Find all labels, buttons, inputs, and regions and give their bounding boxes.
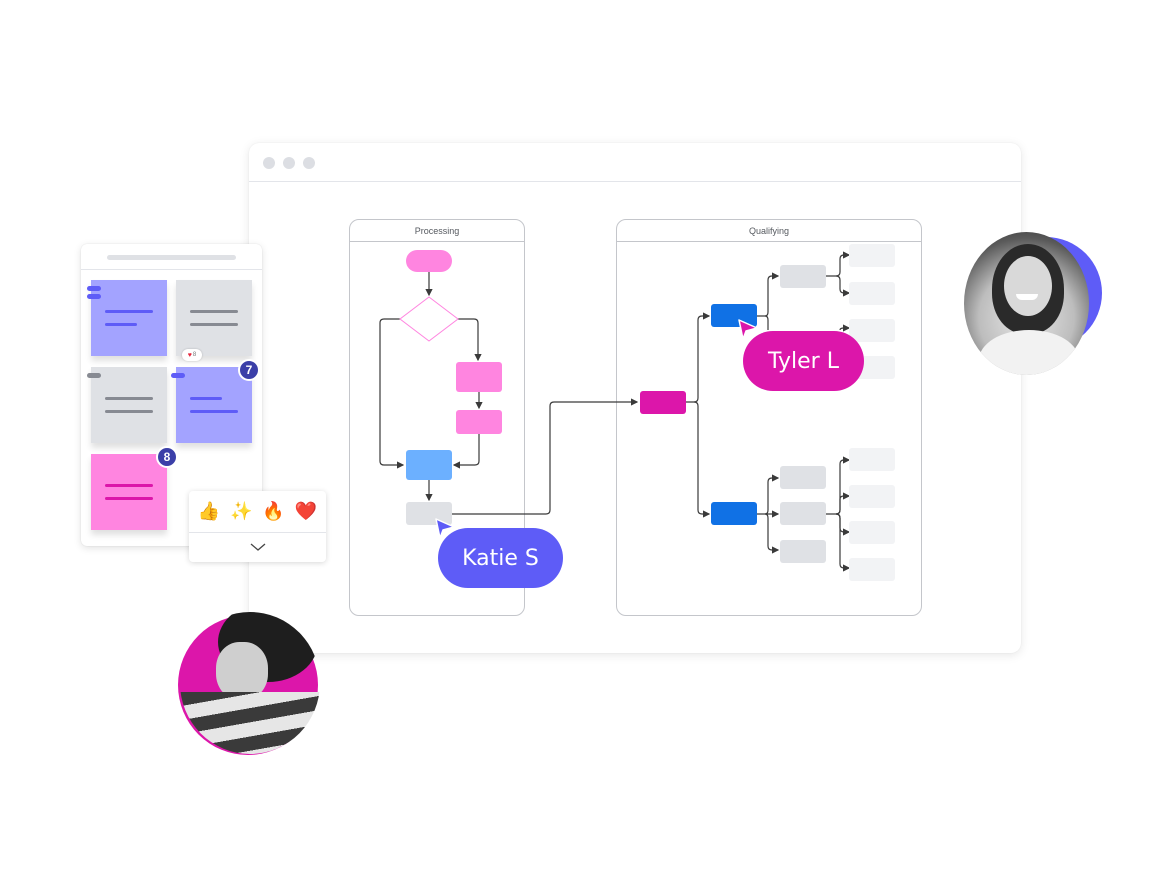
expand-reactions-button[interactable] — [189, 533, 326, 562]
lane-processing-title: Processing — [350, 220, 524, 242]
sub-node[interactable] — [780, 540, 826, 563]
sticky-text-line — [105, 323, 137, 326]
avatar-photo — [180, 612, 320, 754]
window-dot-minimize[interactable] — [283, 157, 295, 169]
leaf-node[interactable] — [849, 558, 895, 581]
sticky-text-line — [190, 410, 238, 413]
reactions-popover: 👍 ✨ 🔥 ❤️ — [189, 491, 326, 562]
sticky-text-line — [190, 397, 222, 400]
sticky-text-line — [105, 484, 153, 487]
sticky-tag — [87, 373, 101, 378]
sticky-note[interactable] — [91, 454, 167, 530]
sticky-tag — [87, 286, 101, 291]
leaf-node[interactable] — [849, 319, 895, 342]
window-dot-close[interactable] — [263, 157, 275, 169]
thumbs-up-icon[interactable]: 👍 — [197, 501, 221, 521]
smile-shape — [1016, 294, 1038, 300]
leaf-node[interactable] — [849, 282, 895, 305]
window-dot-maximize[interactable] — [303, 157, 315, 169]
heart-icon[interactable]: ❤️ — [294, 501, 318, 521]
qualify-entry-node[interactable] — [640, 391, 686, 414]
collaborator-label-tyler: Tyler L — [743, 331, 864, 391]
merge-node[interactable] — [406, 450, 452, 480]
sub-node[interactable] — [780, 466, 826, 489]
branch-node-lower[interactable] — [711, 502, 757, 525]
branch-node-upper[interactable] — [711, 304, 757, 327]
window-titlebar — [249, 143, 1021, 182]
board-header — [81, 244, 262, 270]
heart-icon: ♥ — [187, 351, 192, 359]
sticky-note[interactable] — [91, 367, 167, 443]
lane-qualifying-title: Qualifying — [617, 220, 921, 242]
output-node[interactable] — [406, 502, 452, 525]
sub-node[interactable] — [780, 265, 826, 288]
sticky-note[interactable] — [176, 280, 252, 356]
process-node[interactable] — [456, 362, 502, 392]
sub-node[interactable] — [780, 502, 826, 525]
fire-icon[interactable]: 🔥 — [262, 501, 285, 521]
leaf-node[interactable] — [849, 448, 895, 471]
sticky-note[interactable] — [176, 367, 252, 443]
shirt-shape — [979, 330, 1079, 375]
process-node[interactable] — [456, 410, 502, 434]
sticky-text-line — [190, 323, 238, 326]
like-count: 8 — [192, 352, 197, 358]
cursor-katie-icon — [435, 518, 455, 539]
board-title-placeholder — [107, 255, 236, 260]
sticky-text-line — [190, 310, 238, 313]
sticky-text-line — [105, 310, 153, 313]
sticky-tag — [87, 294, 101, 299]
chevron-down-icon — [250, 543, 265, 551]
lane-qualifying: Qualifying — [616, 219, 922, 616]
face-shape — [216, 642, 268, 700]
leaf-node[interactable] — [849, 485, 895, 508]
collaborator-label-katie: Katie S — [438, 528, 563, 588]
like-chip[interactable]: ♥ 8 — [182, 349, 202, 361]
avatar-photo — [964, 232, 1089, 375]
leaf-node[interactable] — [849, 521, 895, 544]
sticky-note[interactable] — [91, 280, 167, 356]
comment-count-badge[interactable]: 7 — [238, 359, 260, 381]
sticky-text-line — [105, 410, 153, 413]
sticky-text-line — [105, 397, 153, 400]
sticky-text-line — [105, 497, 153, 500]
cursor-tyler-icon — [738, 319, 758, 340]
start-terminal[interactable] — [406, 250, 452, 272]
face-shape — [1004, 256, 1052, 316]
sticky-tag — [171, 373, 185, 378]
sparkles-icon[interactable]: ✨ — [230, 501, 253, 521]
leaf-node[interactable] — [849, 244, 895, 267]
comment-count-badge[interactable]: 8 — [156, 446, 178, 468]
reaction-row: 👍 ✨ 🔥 ❤️ — [189, 491, 326, 533]
striped-shirt — [180, 692, 320, 754]
